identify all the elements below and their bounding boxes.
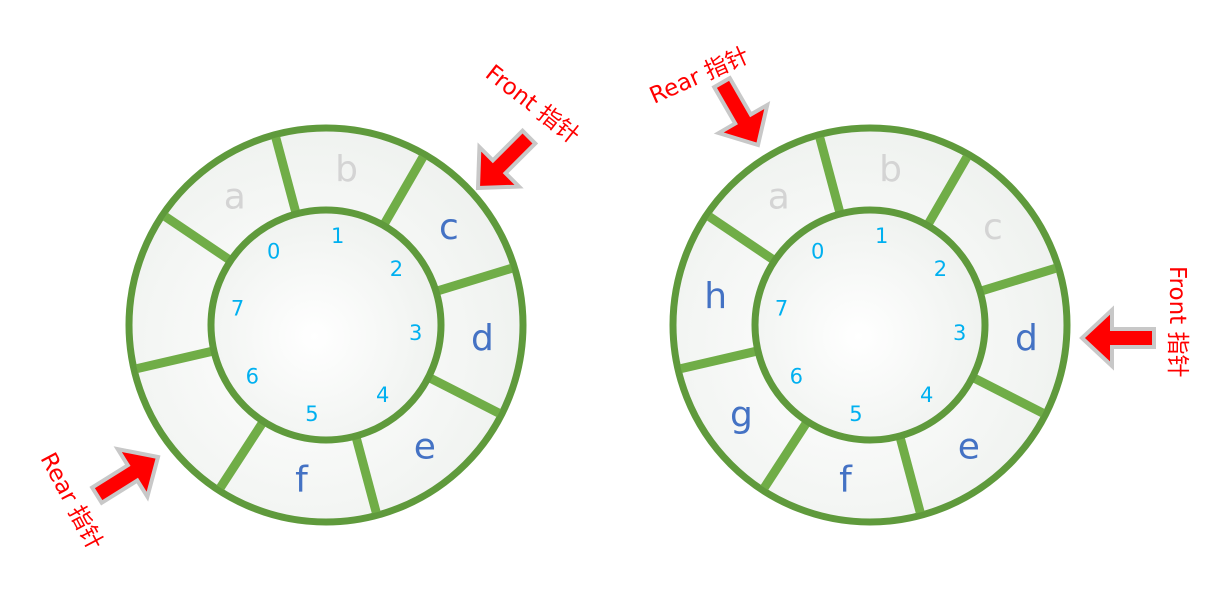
slot-divider xyxy=(972,374,1045,418)
slot-index: 1 xyxy=(875,224,888,248)
rear-arrow-icon xyxy=(711,75,771,148)
slot-value: c xyxy=(439,207,459,248)
slot-value: d xyxy=(1015,318,1038,359)
slot-index: 2 xyxy=(390,257,403,281)
rear-pointer-label: Rear 指针 xyxy=(35,449,108,555)
slot-divider xyxy=(162,212,232,264)
rear-arrow-icon xyxy=(89,446,161,506)
slot-value: h xyxy=(704,276,727,317)
slot-value: c xyxy=(983,207,1003,248)
slot-index: 5 xyxy=(305,402,318,426)
slot-divider xyxy=(216,420,267,491)
slot-value: d xyxy=(471,318,494,359)
slot-value: g xyxy=(730,395,753,436)
slot-divider xyxy=(428,374,501,418)
rear-pointer-left: Rear 指针 xyxy=(35,446,161,555)
slot-divider xyxy=(351,436,381,514)
front-arrow-icon xyxy=(1079,305,1156,371)
queue-diagram-right: 0a 1 b 2 c 3 d 4 e 5 f 6 g 7 h xyxy=(669,124,1071,526)
front-pointer-label: Front 指针 xyxy=(480,60,584,149)
slot-index: 1 xyxy=(331,224,344,248)
slot-index: 3 xyxy=(953,321,966,345)
slot-value: e xyxy=(958,427,980,468)
slot-index: 7 xyxy=(775,297,788,321)
slot-divider xyxy=(135,346,214,374)
slot-divider xyxy=(271,136,301,214)
slot-value: f xyxy=(839,460,853,501)
slot-divider xyxy=(436,263,513,296)
slot-value: e xyxy=(414,427,436,468)
slot-divider xyxy=(815,136,845,214)
slot-value: b xyxy=(879,149,902,190)
slot-index: 2 xyxy=(934,257,947,281)
slot-divider xyxy=(924,154,971,226)
slot-divider xyxy=(895,436,925,514)
slot-index: 7 xyxy=(231,297,244,321)
slot-divider xyxy=(706,212,776,264)
slot-divider xyxy=(380,154,427,226)
slot-value: a xyxy=(224,177,246,218)
slot-index: 3 xyxy=(409,321,422,345)
front-arrow-icon xyxy=(475,127,539,191)
slot-index: 6 xyxy=(246,365,259,389)
slot-index: 0 xyxy=(811,240,824,264)
slot-index: 4 xyxy=(376,383,389,407)
front-pointer-left: Front 指针 xyxy=(475,60,584,191)
slot-index: 0 xyxy=(267,240,280,264)
inner-ring xyxy=(751,206,989,444)
inner-ring xyxy=(207,206,445,444)
front-pointer-label: Front 指针 xyxy=(1164,266,1190,378)
slot-divider xyxy=(980,263,1057,296)
slot-index: 6 xyxy=(790,365,803,389)
slot-value: a xyxy=(768,177,790,218)
slot-value: b xyxy=(335,149,358,190)
queue-diagram-left: 0a 1 b 2 c 3 d 4 e 5 f 6 7 xyxy=(125,124,527,526)
slot-divider xyxy=(760,420,811,491)
front-pointer-right: Front 指针 xyxy=(1079,266,1190,378)
slot-value: f xyxy=(295,460,309,501)
rear-pointer-right: Rear 指针 xyxy=(646,43,771,148)
slot-index: 4 xyxy=(920,383,933,407)
slot-index: 5 xyxy=(849,402,862,426)
slot-divider xyxy=(679,346,758,374)
